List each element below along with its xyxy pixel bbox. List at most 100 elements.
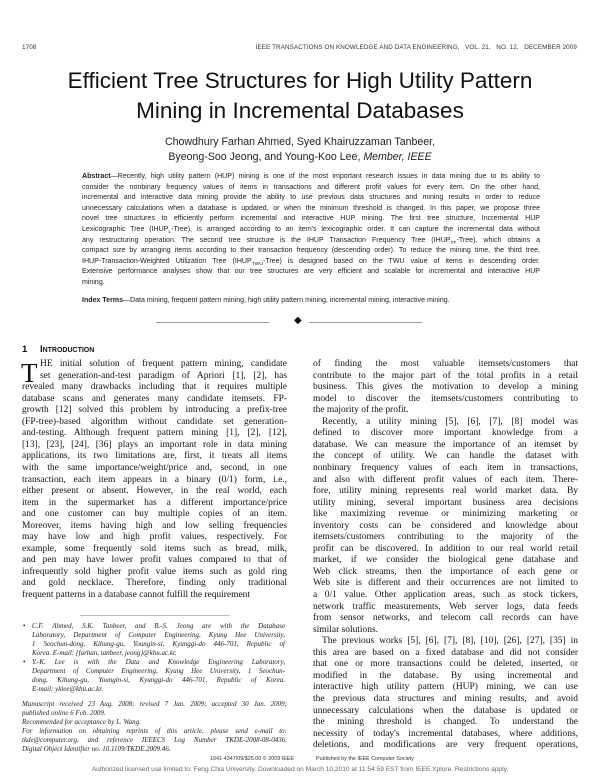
body-line: model to discover the itemsets/customers… — [313, 393, 578, 404]
section-title: Introduction — [39, 344, 95, 355]
body-line: the previous data structures and mining … — [313, 693, 578, 704]
body-line: a 0/1 value. Other application areas, su… — [313, 590, 578, 600]
body-line: Web site is different and their occurren… — [313, 578, 578, 589]
manuscript-note-line: For information on obtaining reprints of… — [22, 727, 287, 735]
authors-line-1: Chowdhury Farhan Ahmed, Syed Khairuzzama… — [164, 136, 436, 148]
footnote-line: Korea. E-mail: {farhan, tanbeer, jeong}@… — [32, 649, 177, 657]
body-line: the mining threshold is changed. To unde… — [313, 717, 578, 728]
body-line: [13], [23], [24], [36] plays an importan… — [22, 439, 287, 450]
text-segment: any restructuring operation. The second … — [82, 236, 451, 244]
authorized-use-notice: Authorized licensed use limited to: Feng… — [91, 766, 509, 773]
abstract-line: unnecessary calculations when a database… — [82, 204, 540, 212]
abstract-line: incremental and interactive data mining … — [82, 194, 540, 202]
body-line: The previous works [5], [6], [7], [8], [… — [322, 636, 578, 647]
body-line: revealed many drawbacks including that i… — [22, 382, 287, 393]
diamond-icon: ◆ — [294, 315, 302, 326]
footnote-line: 1 Seochun-dong, Kihung-gu, Youngin-si, K… — [32, 640, 285, 648]
index-terms-text: —Data mining, frequent pattern mining, h… — [123, 297, 450, 304]
body-line: and pen may have lower profit values com… — [22, 555, 287, 566]
body-line: itemsets/customers contributing to the m… — [313, 532, 578, 543]
manuscript-note-line: Recommended for acceptance by L. Wang. — [22, 718, 141, 726]
bullet-icon: • — [23, 658, 26, 666]
abstract-line: consider the nonbinary frequency values … — [82, 183, 540, 191]
abstract-text: —Recently, high utility pattern (HUP) mi… — [110, 173, 540, 180]
body-line: frequent patterns in a database cannot f… — [22, 590, 250, 600]
subscript: TF — [450, 240, 457, 246]
index-terms: Index Terms—Data mining, frequent patter… — [82, 296, 540, 307]
divider-right — [309, 322, 422, 323]
manuscript-note-line: published online 6 Feb. 2009. — [22, 709, 106, 717]
body-line: HE initial solution of frequent pattern … — [40, 359, 287, 369]
footnote-line: Laboratory, Department of Computer Engin… — [32, 631, 285, 639]
body-line: utility mining, several important busine… — [313, 497, 578, 508]
body-line: and one customer can buy multiple copies… — [22, 509, 287, 520]
text-segment: -Tree), is arranged according to an item… — [171, 226, 540, 233]
body-line: growth [12] solved this problem by intro… — [22, 405, 287, 416]
subscript: L — [168, 230, 172, 235]
body-line: defined to discover more important knowl… — [313, 428, 578, 439]
body-line: applications, its two limitations are, f… — [22, 451, 287, 462]
body-line: necessity of today's incremental databas… — [313, 728, 578, 739]
body-line: profit can be discovered. In addition to… — [313, 543, 578, 554]
body-line: that one or more transactions could be d… — [313, 659, 578, 670]
footnote-line: Department of Computer Engineering, Kyun… — [32, 667, 285, 675]
body-line: the majority of the profit. — [313, 405, 409, 416]
body-line: like maximizing revenue or minimizing ma… — [313, 509, 578, 520]
abstract-line: mining. — [82, 279, 105, 286]
body-line: Moreover, items having high and low sell… — [22, 520, 287, 531]
publisher-line: Published by the IEEE Computer Society — [316, 756, 414, 762]
index-terms-label: Index Terms — [82, 297, 123, 304]
authors-names: Byeong-Soo Jeong, and Young-Koo Lee, — [168, 151, 361, 163]
body-line: contribute to the major part of the tota… — [313, 370, 578, 381]
running-header: IEEE TRANSACTIONS ON KNOWLEDGE AND DATA … — [255, 44, 577, 51]
manuscript-note-line: tkde@computer.org, and reference IEEECS … — [22, 736, 287, 744]
body-line: deletions, and modifications are very fr… — [313, 740, 578, 751]
authors-line-2: Byeong-Soo Jeong, and Young-Koo Lee, Mem… — [0, 150, 600, 165]
abstract-line: compact size by arranging items accordin… — [82, 247, 540, 255]
footnote-line: C.F. Ahmed, S.K. Tanbeer, and B.-S. Jeon… — [32, 622, 285, 630]
body-line: nonbinary frequency values of each item … — [313, 462, 578, 473]
abstract-line: Lexicographic Tree (IHUPL-Tree), is arra… — [82, 225, 540, 239]
body-line: business. This gives the motivation to d… — [313, 382, 578, 393]
page-number: 1708 — [22, 44, 37, 51]
body-line: this area are based on a fixed database … — [313, 647, 578, 658]
body-line: and gold necklace. Therefore, finding on… — [22, 578, 287, 589]
body-line: and-testing. Although frequent pattern m… — [22, 428, 287, 439]
abstract-line: IHUP-Transaction-Weighted Utilization Tr… — [82, 257, 540, 271]
divider-left — [156, 322, 269, 323]
body-line: market, if we consider the biological ge… — [313, 555, 578, 566]
section-number: 1 — [22, 344, 28, 355]
body-line: modified in the database. By using incre… — [313, 670, 578, 681]
body-line: unnecessary calculations when the databa… — [313, 705, 578, 716]
body-line: either present or absent. However, in th… — [22, 486, 287, 497]
text-segment: -Tree), which obtains a — [456, 236, 540, 244]
body-line: the concept of utility. We can handle th… — [313, 451, 578, 462]
abstract-line: novel tree structures to efficiently per… — [82, 215, 540, 223]
copyright-line: 1041-4347/09/$25.00 © 2009 IEEE — [210, 756, 294, 762]
body-line: from sensor networks, and telecom call r… — [313, 613, 578, 624]
body-line: with the same importance/weight/price an… — [22, 462, 287, 473]
body-line: database. We can measure the importance … — [313, 439, 578, 450]
footnote-line: dong, Kihung-gu, Youngin-si, Kyunggi-do … — [32, 676, 285, 684]
body-line: inventory costs can be considered and kn… — [313, 520, 578, 531]
abstract-line: Abstract—Recently, high utility pattern … — [82, 172, 540, 183]
body-line: database scans and generates many candid… — [22, 393, 287, 404]
body-line: may have low and high profit values, res… — [22, 532, 287, 543]
authors-membership: Member, IEEE — [363, 151, 432, 163]
text-segment: IHUP-Transaction-Weighted Utilization Tr… — [82, 257, 252, 265]
body-line: interactive high utility pattern (HUP) m… — [313, 682, 578, 693]
text-segment: -Tree) is designed based on the TWU valu… — [262, 257, 540, 265]
body-line: network traffic measurements, Web server… — [313, 601, 578, 612]
manuscript-note-line: Manuscript received 23 Aug. 2008; revise… — [22, 700, 287, 708]
footnote-line: Y.-K. Lee is with the Data and Knowledge… — [32, 658, 285, 666]
paper-title-line-1: Efficient Tree Structures for High Utili… — [67, 68, 533, 93]
abstract-label: Abstract — [82, 173, 111, 180]
body-line: Recently, a utility mining [5], [6], [7]… — [322, 416, 578, 427]
body-line: of finding the most valuable itemsets/cu… — [313, 359, 578, 369]
abstract-line: any restructuring operation. The second … — [82, 236, 540, 250]
footnote-line: E-mail: yklee@khu.ac.kr. — [32, 685, 103, 693]
bullet-icon: • — [23, 622, 26, 630]
section-heading: 1 Introduction — [22, 344, 94, 355]
body-line: Web click streams, then the importance o… — [313, 566, 578, 577]
